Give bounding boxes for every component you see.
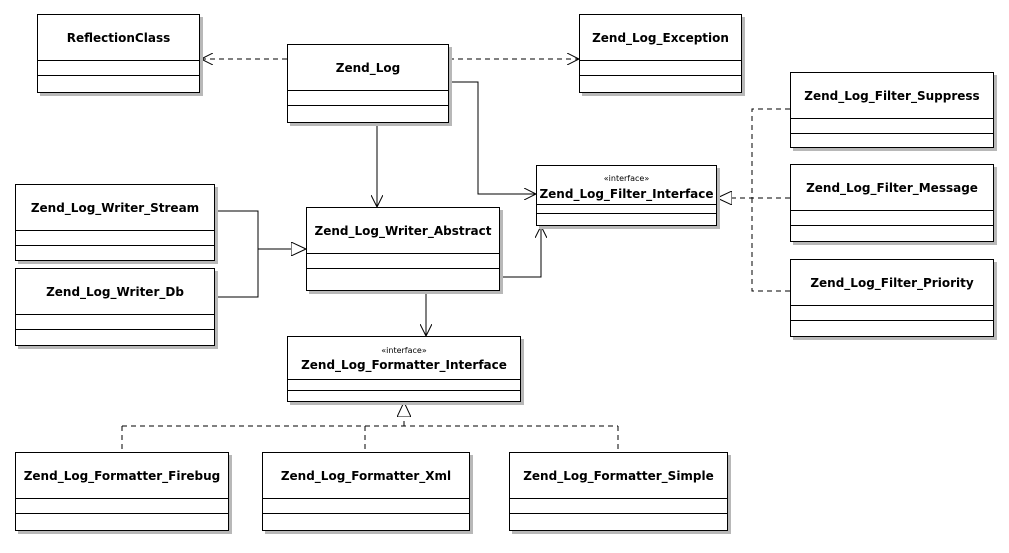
realization-filter-suppress	[751, 108, 790, 198]
operations-divider	[263, 513, 469, 514]
composition-writer-filter	[500, 226, 541, 277]
class-name: Zend_Log_Writer_Abstract	[314, 224, 492, 238]
class-name: Zend_Log_Formatter_Xml	[280, 469, 452, 483]
class-reflectionclass: ReflectionClass	[37, 14, 200, 93]
class-filter-suppress: Zend_Log_Filter_Suppress	[790, 72, 994, 148]
operations-divider	[791, 225, 993, 226]
realization-filter-priority	[751, 198, 790, 292]
generalization-writer-db	[215, 249, 259, 298]
class-name: Zend_Log_Writer_Db	[46, 285, 184, 299]
operations-divider	[16, 329, 214, 330]
operations-divider	[288, 390, 520, 391]
class-formatter-xml: Zend_Log_Formatter_Xml	[262, 452, 470, 531]
class-writer-stream: Zend_Log_Writer_Stream	[15, 184, 215, 261]
operations-divider	[307, 268, 499, 269]
class-name: Zend_Log_Filter_Message	[806, 181, 978, 195]
attributes-divider	[537, 204, 716, 205]
class-formatter-simple: Zend_Log_Formatter_Simple	[509, 452, 728, 531]
attributes-divider	[288, 90, 448, 91]
class-writer-abstract: Zend_Log_Writer_Abstract	[306, 207, 500, 291]
attributes-divider	[791, 210, 993, 211]
class-writer-db: Zend_Log_Writer_Db	[15, 268, 215, 346]
class-name: Zend_Log_Filter_Interface	[539, 187, 714, 201]
stereotype-label: «interface»	[603, 174, 650, 183]
stereotype-label: «interface»	[381, 346, 427, 355]
attributes-divider	[580, 60, 741, 61]
class-name: Zend_Log_Filter_Priority	[810, 276, 974, 290]
attributes-divider	[288, 379, 520, 380]
class-name: Zend_Log	[335, 61, 401, 75]
attributes-divider	[16, 498, 228, 499]
operations-divider	[537, 213, 716, 214]
generalization-writer-stream	[215, 210, 259, 249]
operations-divider	[288, 105, 448, 106]
interface-filter: «interface» Zend_Log_Filter_Interface	[536, 165, 717, 226]
class-name: Zend_Log_Formatter_Interface	[301, 358, 507, 372]
class-name: ReflectionClass	[66, 31, 171, 45]
composition-log-filter	[449, 82, 536, 194]
operations-divider	[580, 75, 741, 76]
class-name: Zend_Log_Filter_Suppress	[804, 89, 980, 103]
attributes-divider	[510, 498, 727, 499]
class-filter-message: Zend_Log_Filter_Message	[790, 164, 994, 242]
attributes-divider	[791, 305, 993, 306]
attributes-divider	[263, 498, 469, 499]
operations-divider	[791, 320, 993, 321]
operations-divider	[16, 245, 214, 246]
class-filter-priority: Zend_Log_Filter_Priority	[790, 259, 994, 337]
class-name: Zend_Log_Exception	[592, 31, 729, 45]
class-name: Zend_Log_Formatter_Firebug	[23, 469, 221, 483]
interface-formatter: «interface» Zend_Log_Formatter_Interface	[287, 336, 521, 402]
class-name: Zend_Log_Writer_Stream	[30, 201, 200, 215]
operations-divider	[38, 75, 199, 76]
operations-divider	[791, 133, 993, 134]
operations-divider	[510, 513, 727, 514]
class-zend-log: Zend_Log	[287, 44, 449, 123]
attributes-divider	[791, 118, 993, 119]
operations-divider	[16, 513, 228, 514]
attributes-divider	[307, 253, 499, 254]
class-zend-log-exception: Zend_Log_Exception	[579, 14, 742, 93]
class-formatter-firebug: Zend_Log_Formatter_Firebug	[15, 452, 229, 531]
attributes-divider	[38, 60, 199, 61]
attributes-divider	[16, 314, 214, 315]
attributes-divider	[16, 230, 214, 231]
class-name: Zend_Log_Formatter_Simple	[523, 469, 714, 483]
